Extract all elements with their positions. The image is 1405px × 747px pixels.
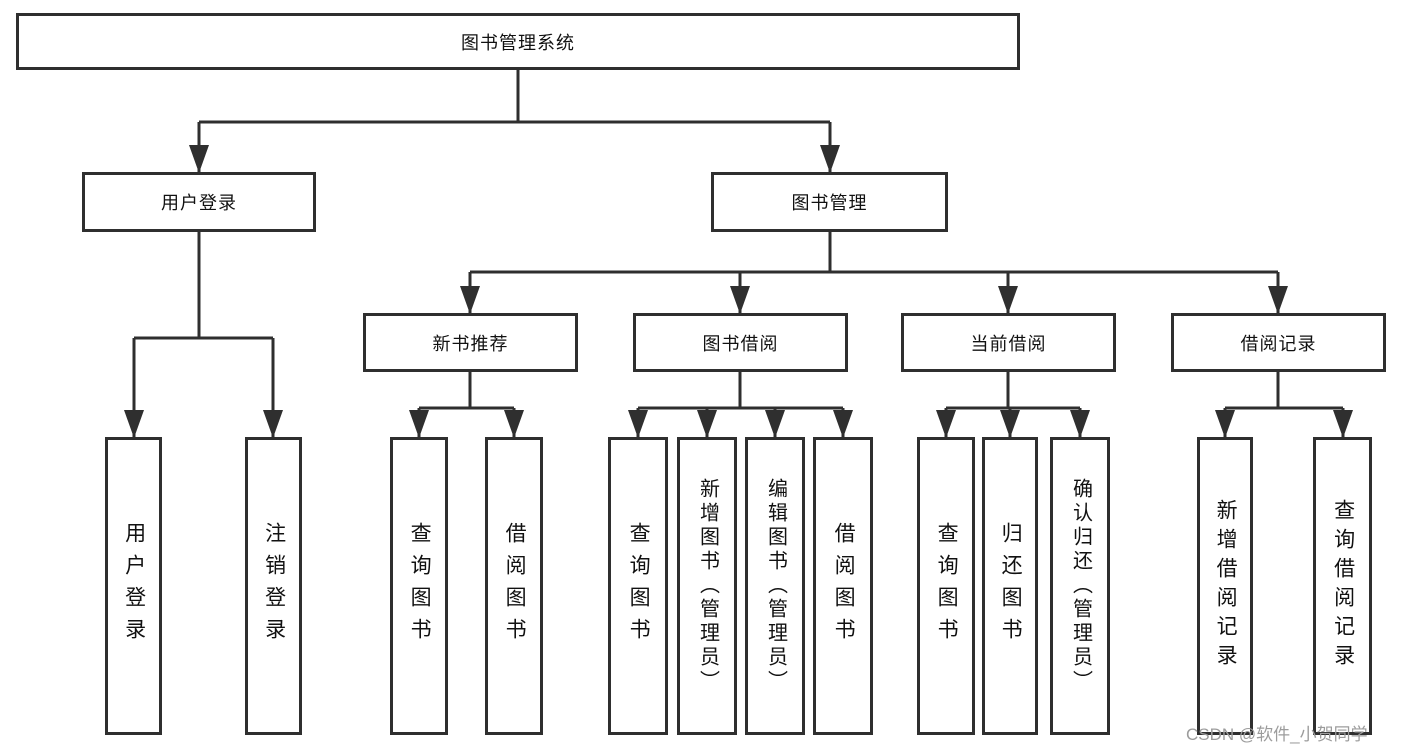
node-new-book-recommendation: 新书推荐: [363, 313, 578, 372]
leaf-add-books-admin: 新增图书（管理员）: [677, 437, 737, 735]
leaf-search-books-current: 查询图书: [917, 437, 975, 735]
leaf-label: 借阅图书: [832, 522, 856, 650]
leaf-label: 新增图书（管理员）: [696, 478, 719, 694]
node-book-borrowing: 图书借阅: [633, 313, 848, 372]
leaf-label: 查询图书: [935, 522, 959, 650]
leaf-label: 确认归还（管理员）: [1069, 478, 1092, 694]
leaf-return-books: 归还图书: [982, 437, 1038, 735]
node-borrowing-records: 借阅记录: [1171, 313, 1386, 372]
node-user-login: 用户登录: [82, 172, 316, 232]
leaf-label: 借阅图书: [503, 522, 527, 650]
node-current-borrowing: 当前借阅: [901, 313, 1116, 372]
leaf-label: 新增借阅记录: [1214, 499, 1238, 673]
leaf-label: 用户登录: [122, 522, 146, 650]
leaf-label: 查询图书: [408, 522, 432, 650]
leaf-borrow-books-recommend: 借阅图书: [485, 437, 543, 735]
leaf-logout-login: 注销登录: [245, 437, 302, 735]
leaf-user-login: 用户登录: [105, 437, 162, 735]
leaf-edit-books-admin: 编辑图书（管理员）: [745, 437, 805, 735]
node-label: 图书借阅: [702, 333, 779, 354]
node-label: 图书管理系统: [461, 32, 575, 53]
node-label: 图书管理: [791, 193, 868, 213]
node-label: 新书推荐: [432, 333, 509, 354]
leaf-confirm-return-admin: 确认归还（管理员）: [1050, 437, 1110, 735]
leaf-label: 查询借阅记录: [1331, 499, 1355, 673]
node-label: 当前借阅: [970, 333, 1047, 354]
leaf-label: 归还图书: [999, 522, 1023, 650]
leaf-add-borrow-record: 新增借阅记录: [1197, 437, 1253, 735]
leaf-search-books-borrowing: 查询图书: [608, 437, 668, 735]
node-book-management: 图书管理: [711, 172, 948, 232]
node-label: 借阅记录: [1240, 333, 1317, 354]
leaf-search-borrow-record: 查询借阅记录: [1313, 437, 1372, 735]
leaf-borrow-books-borrowing: 借阅图书: [813, 437, 873, 735]
leaf-label: 编辑图书（管理员）: [764, 478, 787, 694]
node-library-management-system: 图书管理系统: [16, 13, 1020, 70]
leaf-search-books-recommend: 查询图书: [390, 437, 448, 735]
csdn-watermark: CSDN @软件_小贺同学: [1186, 725, 1368, 744]
leaf-label: 查询图书: [627, 522, 651, 650]
node-label: 用户登录: [161, 193, 237, 213]
leaf-label: 注销登录: [262, 522, 286, 650]
